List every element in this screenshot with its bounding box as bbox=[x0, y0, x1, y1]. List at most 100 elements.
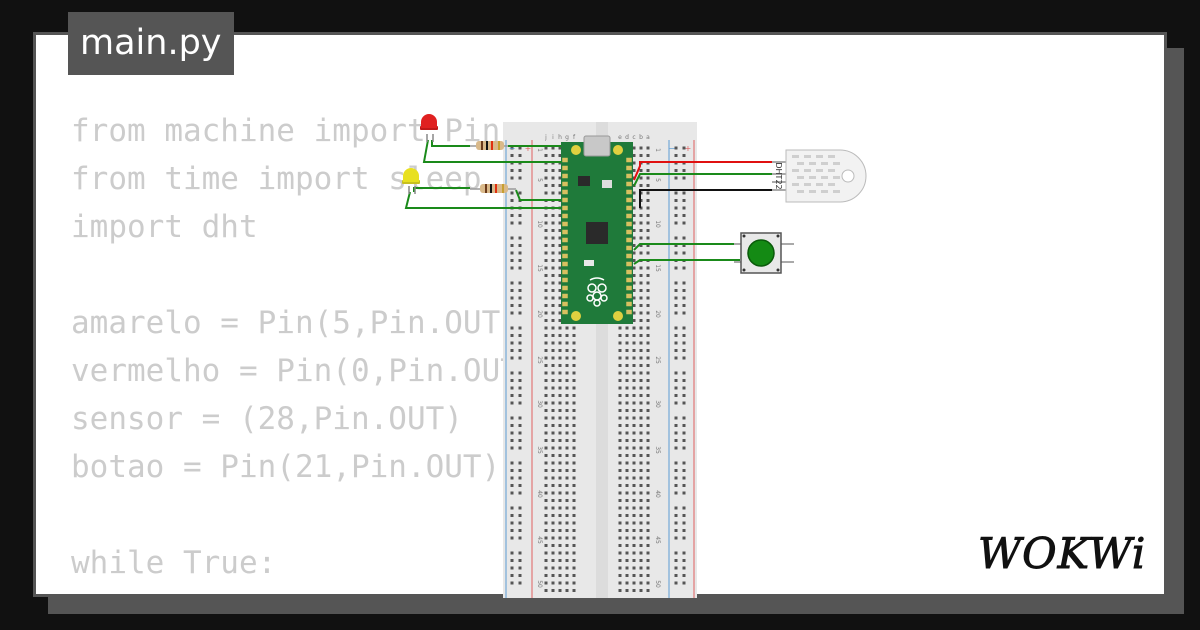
breadboard-hole bbox=[625, 589, 629, 592]
file-tab[interactable]: main.py bbox=[68, 12, 234, 75]
breadboard-hole bbox=[632, 491, 636, 495]
rail-hole bbox=[518, 401, 522, 405]
code-line: vermelho = Pin(0,Pin.OUT) bbox=[71, 353, 538, 389]
breadboard-hole bbox=[544, 491, 548, 495]
pico-pin bbox=[625, 253, 633, 259]
rail-hole bbox=[682, 386, 686, 390]
breadboard-hole bbox=[558, 379, 562, 382]
rail-hole bbox=[682, 529, 686, 532]
rail-hole bbox=[682, 446, 686, 450]
rail-hole bbox=[674, 244, 678, 247]
breadboard-hole bbox=[572, 566, 576, 570]
breadboard-column-letter: c bbox=[632, 134, 635, 141]
breadboard-hole bbox=[639, 484, 643, 487]
breadboard-hole bbox=[558, 244, 562, 247]
rail-hole bbox=[518, 154, 522, 157]
breadboard-hole bbox=[646, 296, 650, 300]
breadboard-hole bbox=[639, 341, 643, 345]
resistor-icon bbox=[470, 184, 516, 193]
breadboard-hole bbox=[551, 551, 555, 555]
dht22-label: DHT22 bbox=[774, 162, 783, 189]
breadboard-hole bbox=[639, 364, 643, 367]
rail-hole bbox=[674, 349, 678, 352]
breadboard-hole bbox=[551, 559, 555, 562]
rail-hole bbox=[510, 281, 514, 285]
breadboard-hole bbox=[565, 469, 569, 472]
breadboard-hole bbox=[558, 304, 562, 307]
breadboard-hole bbox=[632, 476, 636, 480]
rail-hole bbox=[518, 514, 522, 517]
breadboard-hole bbox=[639, 379, 643, 382]
breadboard-hole bbox=[639, 154, 643, 157]
breadboard-hole bbox=[544, 589, 548, 592]
breadboard-hole bbox=[639, 326, 643, 330]
breadboard-hole bbox=[618, 461, 622, 465]
breadboard-hole bbox=[544, 521, 548, 525]
breadboard-hole bbox=[544, 416, 548, 420]
rail-hole bbox=[518, 394, 522, 397]
breadboard-hole bbox=[551, 364, 555, 367]
breadboard-hole bbox=[632, 521, 636, 525]
rail-hole bbox=[518, 484, 522, 487]
breadboard-hole bbox=[558, 236, 562, 240]
breadboard-hole bbox=[632, 319, 636, 322]
breadboard-hole bbox=[646, 311, 650, 315]
rail-hole bbox=[682, 371, 686, 375]
breadboard-hole bbox=[639, 371, 643, 375]
breadboard-hole bbox=[639, 356, 643, 360]
pico-pin bbox=[561, 261, 569, 267]
breadboard-hole bbox=[646, 386, 650, 390]
breadboard-hole bbox=[558, 154, 562, 157]
breadboard-hole bbox=[632, 221, 636, 225]
breadboard-hole bbox=[646, 401, 650, 405]
rail-hole bbox=[674, 146, 678, 150]
breadboard-hole bbox=[632, 529, 636, 532]
rail-polarity-mark: − bbox=[509, 144, 516, 153]
breadboard-hole bbox=[572, 589, 576, 592]
breadboard-hole bbox=[551, 251, 555, 255]
rail-hole bbox=[674, 536, 678, 540]
breadboard-hole bbox=[639, 274, 643, 277]
breadboard-hole bbox=[558, 491, 562, 495]
breadboard-hole bbox=[639, 394, 643, 397]
breadboard-hole bbox=[572, 551, 576, 555]
pico-pin bbox=[561, 245, 569, 251]
pico-pin bbox=[561, 277, 569, 283]
breadboard-hole bbox=[572, 334, 576, 337]
breadboard-hole bbox=[618, 536, 622, 540]
breadboard-hole bbox=[625, 334, 629, 337]
breadboard-row-number: 30 bbox=[654, 400, 661, 408]
breadboard-hole bbox=[632, 469, 636, 472]
breadboard-hole bbox=[572, 506, 576, 510]
breadboard-hole bbox=[565, 349, 569, 352]
rail-hole bbox=[518, 491, 522, 495]
breadboard-hole bbox=[639, 469, 643, 472]
breadboard-hole bbox=[625, 544, 629, 547]
rail-hole bbox=[682, 266, 686, 270]
breadboard-hole bbox=[544, 184, 548, 187]
breadboard-hole bbox=[632, 326, 636, 330]
rail-hole bbox=[682, 296, 686, 300]
rail-hole bbox=[682, 394, 686, 397]
breadboard-hole bbox=[646, 506, 650, 510]
rail-hole bbox=[510, 326, 514, 330]
breadboard-hole bbox=[646, 229, 650, 232]
rail-polarity-mark: − bbox=[669, 144, 676, 153]
breadboard-hole bbox=[618, 559, 622, 562]
breadboard-hole bbox=[618, 514, 622, 517]
rail-hole bbox=[518, 146, 522, 150]
breadboard-hole bbox=[551, 379, 555, 382]
breadboard-hole bbox=[565, 386, 569, 390]
breadboard-hole bbox=[565, 431, 569, 435]
breadboard-hole bbox=[625, 439, 629, 442]
rail-hole bbox=[510, 574, 514, 577]
breadboard-hole bbox=[565, 409, 569, 412]
breadboard-row-number: 20 bbox=[654, 310, 661, 318]
pico-pin bbox=[561, 197, 569, 203]
rail-hole bbox=[682, 521, 686, 525]
pico-pin bbox=[625, 293, 633, 299]
rp2040-chip bbox=[586, 222, 608, 244]
breadboard-hole bbox=[646, 236, 650, 240]
wire-button-2 bbox=[633, 259, 740, 265]
rail-hole bbox=[682, 244, 686, 247]
